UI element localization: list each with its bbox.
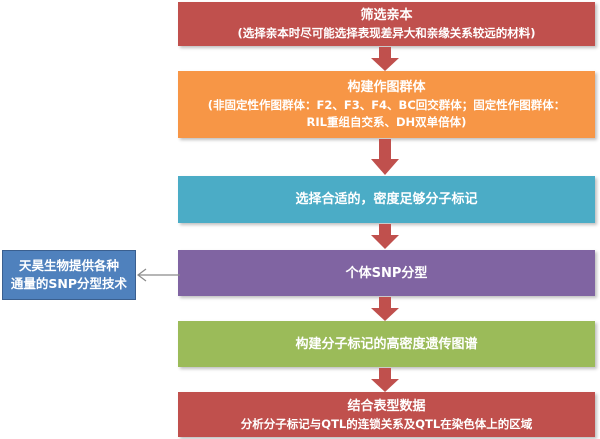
step-title: 构建分子标记的高密度遗传图谱 bbox=[295, 336, 478, 352]
side-note-line-1: 天昊生物提供各种 bbox=[18, 258, 119, 273]
step-title: 构建作图群体 bbox=[347, 80, 426, 95]
step-title: 结合表型数据 bbox=[347, 398, 426, 414]
step-title: 选择合适的，密度足够分子标记 bbox=[295, 192, 478, 207]
step-select-parents: 筛选亲本 (选择亲本时尽可能选择表现差异大和亲缘关系较远的材料) bbox=[178, 2, 595, 46]
step-subtitle-line-1: (非固定性作图群体：F2、F3、F4、BC回交群体；固定性作图群体： bbox=[207, 98, 566, 112]
down-arrow-icon bbox=[370, 368, 400, 392]
step-title: 筛选亲本 bbox=[360, 8, 413, 23]
step-subtitle: (选择亲本时尽可能选择表现差异大和亲缘关系较远的材料) bbox=[237, 26, 536, 40]
down-arrow-icon bbox=[370, 139, 400, 175]
down-arrow-icon bbox=[370, 47, 400, 71]
side-note-box: 天昊生物提供各种 通量的SNP分型技术 bbox=[2, 250, 136, 300]
step-build-genetic-map: 构建分子标记的高密度遗传图谱 bbox=[178, 321, 595, 367]
side-note-line-2: 通量的SNP分型技术 bbox=[10, 276, 128, 291]
step-select-markers: 选择合适的，密度足够分子标记 bbox=[178, 176, 595, 223]
down-arrow-icon bbox=[370, 224, 400, 249]
step-snp-genotyping: 个体SNP分型 bbox=[178, 250, 595, 296]
left-arrow-icon bbox=[136, 265, 180, 285]
step-subtitle: 分析分子标记与QTL的连锁关系及QTL在染色体上的区域 bbox=[240, 416, 533, 431]
down-arrow-icon bbox=[370, 297, 400, 321]
step-title: 个体SNP分型 bbox=[345, 265, 428, 281]
step-build-mapping-population: 构建作图群体 (非固定性作图群体：F2、F3、F4、BC回交群体；固定性作图群体… bbox=[178, 71, 595, 138]
step-phenotype-qtl-analysis: 结合表型数据 分析分子标记与QTL的连锁关系及QTL在染色体上的区域 bbox=[178, 392, 595, 437]
step-subtitle-line-2: RIL重组自交系、DH双单倍体) bbox=[306, 115, 467, 129]
